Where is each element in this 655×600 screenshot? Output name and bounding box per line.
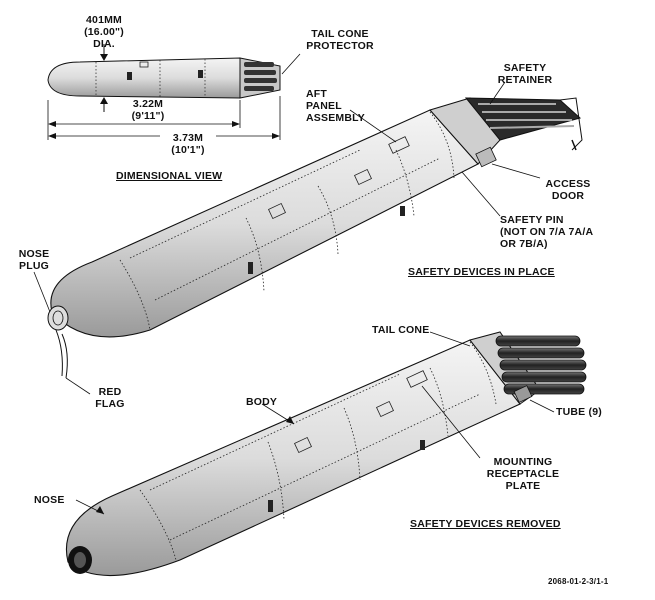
- body-label: BODY: [246, 396, 278, 408]
- red-flag-line-1: RED: [98, 386, 122, 398]
- mounting-plate-line-3: PLATE: [505, 480, 541, 492]
- missile-safety-removed: [66, 331, 587, 577]
- safety-retainer-line-1: SAFETY: [503, 62, 547, 74]
- mounting-plate-line-2: RECEPTACLE: [486, 468, 560, 480]
- tail-cone-protector-label: TAIL CONE PROTECTOR: [294, 28, 386, 52]
- length-body-label: 3.22M (9'11"): [120, 98, 176, 122]
- mounting-receptacle-plate-label: MOUNTING RECEPTACLE PLATE: [476, 456, 570, 492]
- safety-retainer-label: SAFETY RETAINER: [490, 62, 560, 86]
- safety-pin-line-1: SAFETY PIN: [500, 214, 564, 226]
- tail-cone-protector-line-1: TAIL CONE: [311, 28, 369, 40]
- safety-removed-title: SAFETY DEVICES REMOVED: [410, 518, 561, 530]
- red-flag-line-2: FLAG: [95, 398, 125, 410]
- aft-panel-line-1: AFT: [306, 88, 328, 100]
- length-total-label: 3.73M (10'1"): [160, 132, 216, 156]
- safety-retainer-line-2: RETAINER: [497, 74, 553, 86]
- access-door-label: ACCESS DOOR: [540, 178, 596, 202]
- safety-pin-line-2: (NOT ON 7/A 7A/A: [500, 226, 594, 238]
- length-total-line-2: (10'1"): [171, 144, 205, 156]
- nose-plug-line-1: NOSE: [18, 248, 50, 260]
- aft-panel-line-3: ASSEMBLY: [306, 112, 365, 124]
- access-door-line-2: DOOR: [551, 190, 585, 202]
- missile-safety-in-place: [47, 97, 583, 379]
- figure-id: 2068-01-2-3/1-1: [548, 577, 609, 586]
- dimensional-view-title: DIMENSIONAL VIEW: [116, 170, 223, 182]
- safety-pin-line-3: OR 7B/A): [500, 238, 548, 250]
- access-door-line-1: ACCESS: [545, 178, 591, 190]
- length-body-line-1: 3.22M: [132, 98, 164, 110]
- safety-pin-label: SAFETY PIN (NOT ON 7/A 7A/A OR 7B/A): [500, 214, 593, 250]
- aft-panel-line-2: PANEL: [306, 100, 342, 112]
- safety-in-place-title: SAFETY DEVICES IN PLACE: [408, 266, 555, 278]
- nose-plug-line-2: PLUG: [19, 260, 49, 272]
- red-flag-label: RED FLAG: [90, 386, 130, 410]
- small-missile: [47, 57, 281, 99]
- diameter-label: 401MM (16.00") DIA.: [72, 14, 136, 50]
- diameter-line-3: DIA.: [93, 38, 115, 50]
- length-body-line-2: (9'11"): [131, 110, 165, 122]
- nose-plug-label: NOSE PLUG: [10, 248, 58, 272]
- mounting-plate-line-1: MOUNTING: [493, 456, 553, 468]
- tube-label: TUBE (9): [556, 406, 602, 418]
- tail-cone-protector-line-2: PROTECTOR: [306, 40, 374, 52]
- aft-panel-assembly-label: AFT PANEL ASSEMBLY: [306, 88, 365, 124]
- tail-cone-label: TAIL CONE: [372, 324, 430, 336]
- nose-label: NOSE: [34, 494, 65, 506]
- diameter-line-2: (16.00"): [84, 26, 124, 38]
- diameter-line-1: 401MM: [85, 14, 122, 26]
- length-total-line-1: 3.73M: [172, 132, 204, 144]
